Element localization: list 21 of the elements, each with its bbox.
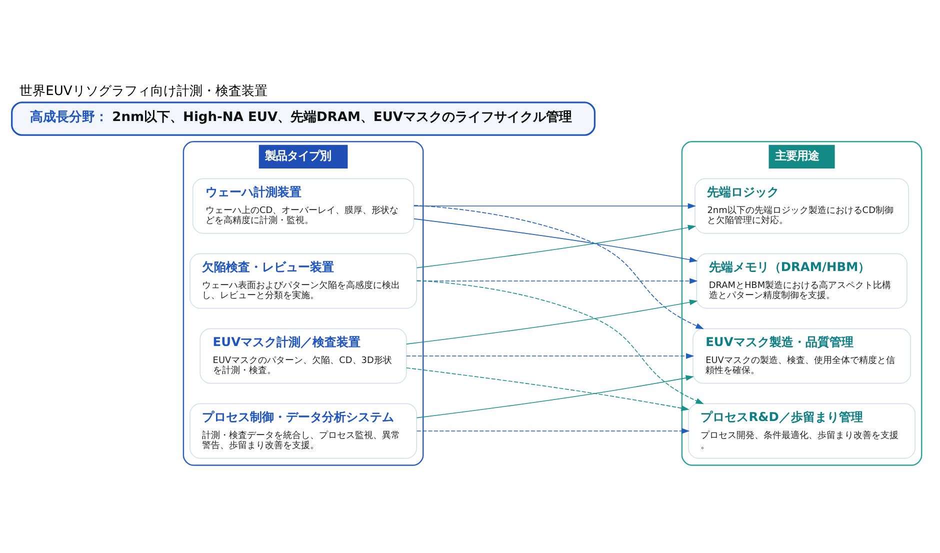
arrow: [416, 375, 694, 418]
arrow: [416, 278, 698, 284]
arrow: [406, 367, 690, 411]
node-box: プロセス制御・データ分析システム 計測・検査データを統合し、プロセス監視、異常警告、歩留まり改善を支援。: [190, 403, 418, 459]
node-box: ウェーハ計測装置 ウェーハ上のCD、オーバーレイ、膜厚、形状などを高精度に計測・監視。: [192, 178, 414, 234]
node-box: 高成長分野： 2nm以下、High-NA EUV、先端DRAM、EUVマスクのライフサイクル管理: [11, 102, 596, 136]
arrow: [406, 300, 698, 344]
arrow: [416, 224, 696, 268]
arrow: [414, 218, 698, 262]
arrow: [416, 280, 704, 404]
node-box: 欠陥検査・レビュー装置 ウェーハ表面およびパターン欠陥を高感度に検出し、レビューと分類を実施。: [190, 253, 418, 309]
node-box: EUVマスク計測／検査装置 EUVマスクのパターン、欠陥、CD、3D形状を計測・検査。: [200, 328, 407, 384]
node-box: プロセスR&D／歩留まり管理 プロセス開発、条件最適化、歩留まり改善を支援。: [688, 403, 916, 459]
node-box: 先端ロジック 2nm以下の先端ロジック製造におけるCD制御と欠陥管理に対応。: [694, 178, 909, 234]
arrow: [416, 428, 690, 434]
node-box: 先端メモリ（DRAM/HBM） DRAMとHBM製造における高アスペクト比構造とパターン精度制御を支援。: [696, 253, 908, 309]
diagram-title: 世界EUVリソグラフィ向け計測・検査装置: [20, 84, 268, 99]
arrow: [413, 203, 696, 209]
arrow: [406, 353, 694, 359]
arrow: [414, 204, 704, 330]
node-box: EUVマスク製造・品質管理 EUVマスクの製造、検査、使用全体で精度と信頼性を確保。: [692, 328, 912, 384]
